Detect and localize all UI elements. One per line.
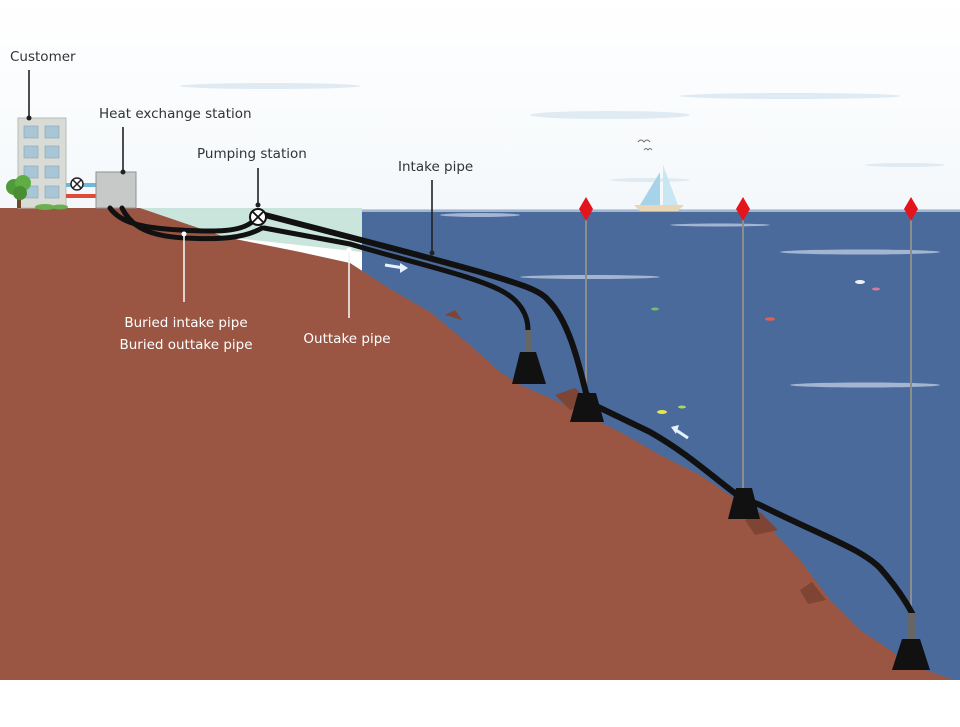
- label-intake-pipe: Intake pipe: [398, 159, 473, 175]
- heat-exchange-station-box: [95, 171, 137, 209]
- sky: [0, 0, 960, 210]
- sailboat-icon: [634, 165, 684, 211]
- label-pumping-station: Pumping station: [197, 146, 307, 162]
- fish-icons: [651, 280, 880, 414]
- leader-dots-light: [181, 231, 352, 253]
- leader-lines-light: [183, 234, 350, 318]
- outtake-pipe: [261, 225, 531, 333]
- marker-buoy-icon: [904, 197, 918, 221]
- anchor-weight-icon: [570, 393, 604, 422]
- label-heat-exchange-station: Heat exchange station: [99, 106, 252, 122]
- buoy-lines: [585, 218, 912, 613]
- anchor-weight-icon: [728, 488, 760, 519]
- pipes: [107, 205, 915, 616]
- leader-lines: [28, 70, 433, 253]
- grass: [35, 204, 68, 210]
- anchor-weight-icon: [512, 352, 546, 384]
- customer-building: [17, 117, 67, 209]
- marker-buoys: [579, 197, 918, 221]
- leader-dots: [26, 115, 435, 256]
- birds-icon: [637, 139, 653, 151]
- anchor-weight-icon: [892, 639, 930, 670]
- buried-outtake-pipe: [119, 205, 265, 242]
- pumping-station-valve-icon: [249, 208, 267, 226]
- label-outtake-pipe: Outtake pipe: [303, 331, 390, 347]
- shallow-water: [140, 208, 362, 252]
- marker-buoy-icon: [736, 197, 750, 221]
- label-buried-outtake-pipe: Buried outtake pipe: [119, 337, 252, 353]
- intake-pipe: [262, 212, 915, 616]
- customer-supply-pipes: [66, 177, 96, 198]
- label-buried-intake-pipe: Buried intake pipe: [124, 315, 247, 331]
- tree-icon: [6, 175, 31, 208]
- buried-intake-pipe: [107, 205, 255, 234]
- label-customer: Customer: [10, 49, 76, 65]
- bottom-margin: [0, 680, 960, 723]
- seabed-ground: [0, 208, 960, 682]
- cloud-streaks: [180, 83, 945, 182]
- anchor-weights: [512, 330, 930, 670]
- marker-buoy-icon: [579, 197, 593, 221]
- flow-arrows: [384, 263, 689, 440]
